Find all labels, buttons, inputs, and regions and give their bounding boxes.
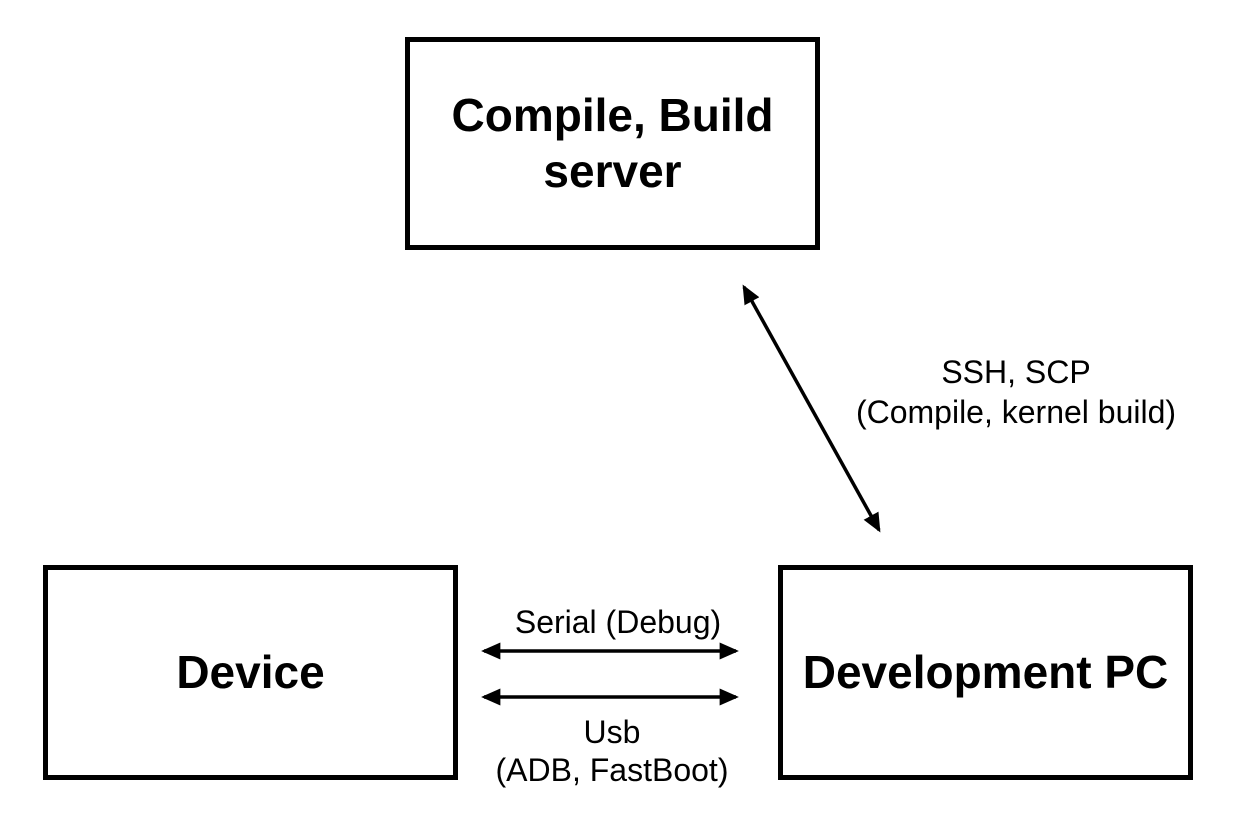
node-device: Device: [43, 565, 458, 780]
label-serial-debug: Serial (Debug): [478, 602, 758, 642]
label-ssh-scp-line1: SSH, SCP: [941, 354, 1091, 390]
label-serial-debug-line1: Serial (Debug): [514, 604, 722, 640]
label-ssh-scp-line2: (Compile, kernel build): [855, 394, 1177, 430]
node-development-pc-label: Development PC: [802, 645, 1169, 698]
node-development-pc: Development PC: [778, 565, 1193, 780]
label-usb-line1: Usb: [583, 714, 641, 750]
label-usb-line2: (ADB, FastBoot): [495, 752, 729, 788]
arrow-ssh-scp: [742, 284, 881, 533]
node-compile-build-server-label: Compile, Build server: [451, 89, 774, 197]
label-usb: Usb (ADB, FastBoot): [462, 713, 762, 789]
label-ssh-scp: SSH, SCP (Compile, kernel build): [831, 352, 1201, 432]
node-compile-build-server: Compile, Build server: [405, 37, 820, 250]
node-device-label: Device: [176, 645, 325, 698]
